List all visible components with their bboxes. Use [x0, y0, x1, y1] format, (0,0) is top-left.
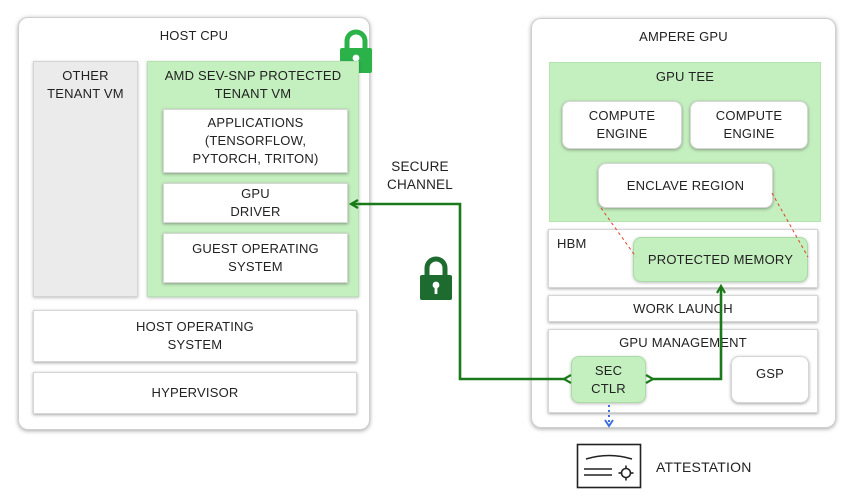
applications-label: APPLICATIONS (TENSORFLOW, PYTORCH, TRITO…: [192, 115, 319, 166]
gsp-box: [731, 356, 809, 403]
attestation-certificate-icon: [576, 443, 642, 489]
enclave-region: ENCLAVE REGION: [598, 163, 773, 208]
sec-ctlr-label: SEC CTLR: [591, 362, 626, 396]
gsp-label: GSP: [755, 366, 785, 381]
secure-channel-arrow: [352, 204, 565, 379]
enclave-region-label: ENCLAVE REGION: [626, 177, 745, 193]
compute-engine-2-label: COMPUTE ENGINE: [715, 108, 783, 141]
hypervisor-box: HYPERVISOR: [33, 372, 357, 414]
enclave-mapping-left: [600, 207, 637, 258]
other-tenant-vm: [33, 61, 138, 297]
compute-engine-2: COMPUTE ENGINE: [690, 101, 808, 149]
protected-memory-label: PROTECTED MEMORY: [647, 251, 794, 267]
protected-memory: PROTECTED MEMORY: [633, 237, 808, 282]
gpu-driver-label: GPU DRIVER: [230, 186, 281, 219]
guest-os-label: GUEST OPERATING SYSTEM: [192, 241, 319, 274]
sec-ctlr-memory-arrow: [652, 287, 721, 379]
host-os-label: HOST OPERATING SYSTEM: [136, 319, 254, 352]
host-os-box: HOST OPERATING SYSTEM: [33, 310, 357, 362]
lock-icon: [417, 256, 455, 302]
enclave-mapping-right: [771, 192, 809, 258]
guest-os-box: GUEST OPERATING SYSTEM: [163, 233, 348, 283]
hypervisor-label: HYPERVISOR: [151, 385, 239, 400]
applications-box: APPLICATIONS (TENSORFLOW, PYTORCH, TRITO…: [163, 109, 348, 173]
secure-channel-label: SECURE CHANNEL: [387, 159, 453, 192]
ampere-gpu-title: AMPERE GPU: [639, 29, 728, 44]
compute-engine-1: COMPUTE ENGINE: [562, 101, 682, 149]
host-cpu-title: HOST CPU: [159, 28, 229, 43]
gpu-driver-box: GPU DRIVER: [163, 183, 348, 223]
attestation-label: ATTESTATION: [656, 459, 752, 475]
sev-snp-tenant-vm-label: AMD SEV-SNP PROTECTED TENANT VM: [164, 68, 342, 101]
other-tenant-vm-label: OTHER TENANT VM: [47, 68, 124, 101]
compute-engine-1-label: COMPUTE ENGINE: [588, 108, 656, 141]
gpu-tee-label: GPU TEE: [655, 69, 715, 84]
